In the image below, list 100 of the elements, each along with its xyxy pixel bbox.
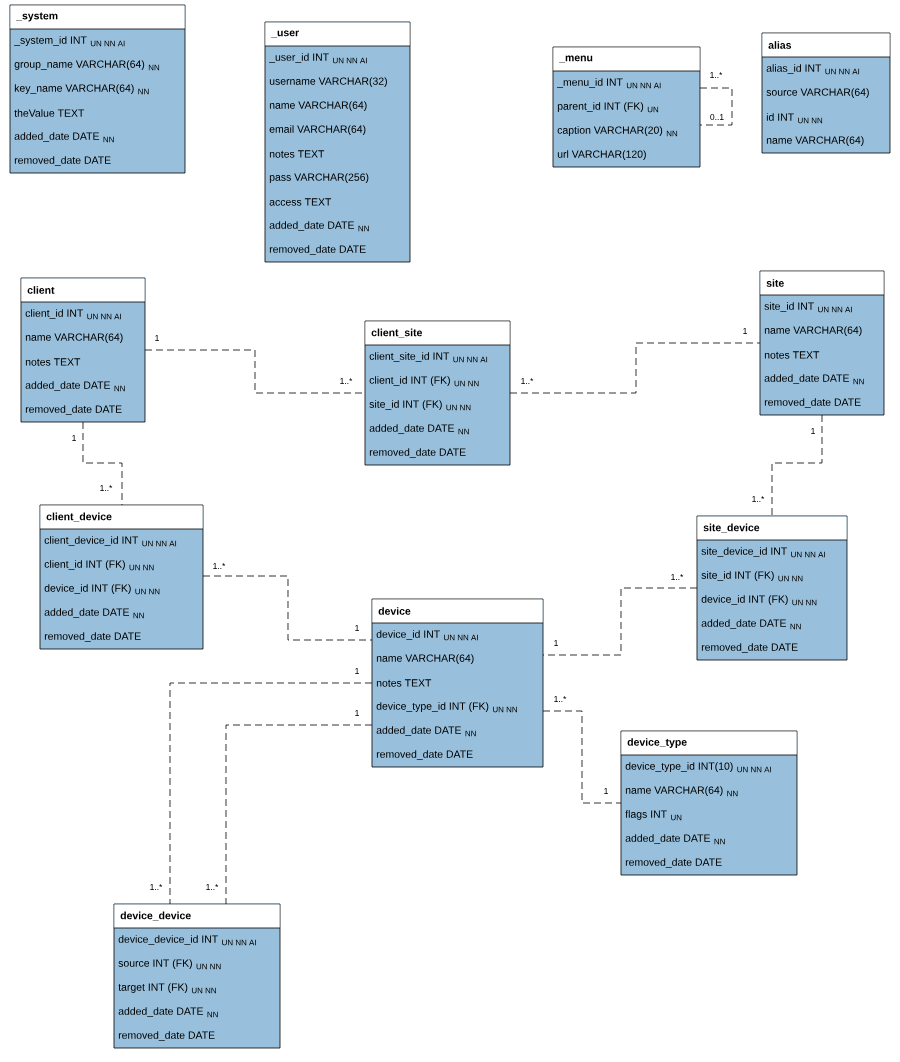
column-text: added_date DATE xyxy=(376,726,461,736)
relationship-line xyxy=(542,710,622,804)
column-text: device_type_id INT (FK) xyxy=(376,702,489,712)
column-text: notes TEXT xyxy=(269,150,325,158)
table-box xyxy=(552,46,701,168)
column-text: theValue TEXT xyxy=(14,109,85,117)
cardinality-label: 1 xyxy=(355,710,359,716)
table-box xyxy=(620,730,798,876)
table-title: site_device xyxy=(703,523,760,533)
column-text: name VARCHAR(64) xyxy=(269,101,367,111)
column-text: removed_date DATE xyxy=(376,750,473,760)
column-text: notes TEXT xyxy=(376,679,432,687)
column-text: added_date DATE xyxy=(25,381,110,391)
column-text: added_date DATE xyxy=(44,608,129,618)
column-text: key_name VARCHAR(64) xyxy=(14,84,134,94)
table-title: _system xyxy=(16,12,58,22)
column-text: source INT (FK) xyxy=(118,959,192,969)
table-title: client xyxy=(27,286,55,294)
column-text: device_id INT (FK) xyxy=(44,584,131,594)
column-text: client_site_id INT xyxy=(369,352,450,362)
cardinality-label: 1..* xyxy=(213,563,226,569)
cardinality-label: 1 xyxy=(355,668,359,674)
column-text: added_date DATE xyxy=(764,374,849,384)
table-title: device_device xyxy=(120,911,191,921)
table-box xyxy=(9,4,186,174)
cardinality-label: 1..* xyxy=(554,696,567,702)
column-text: added_date DATE xyxy=(369,424,454,434)
column-text: removed_date DATE xyxy=(625,858,722,868)
table-title: client_device xyxy=(46,512,112,522)
column-text: email VARCHAR(64) xyxy=(269,125,366,135)
cardinality-label: 1 xyxy=(811,428,815,434)
cardinality-label: 1..* xyxy=(206,884,219,890)
table-box xyxy=(759,270,885,416)
column-text: notes TEXT xyxy=(25,358,81,366)
table-title: site xyxy=(766,279,784,287)
table-box xyxy=(696,515,848,661)
cardinality-label: 1..* xyxy=(671,574,684,580)
relationship-line xyxy=(509,342,761,394)
relationship-line xyxy=(82,421,123,506)
column-text: removed_date DATE xyxy=(369,448,466,458)
table-box xyxy=(364,320,511,466)
table-title: device_type xyxy=(627,738,687,748)
relationship-line xyxy=(225,724,373,905)
table-title: _menu xyxy=(559,55,593,63)
table-box xyxy=(39,504,204,650)
column-text: source VARCHAR(64) xyxy=(766,88,869,98)
column-text: added_date DATE xyxy=(701,619,786,629)
relationship-line xyxy=(202,575,373,641)
column-text: alias_id INT xyxy=(766,64,822,74)
column-text: id INT xyxy=(766,113,794,121)
column-text: name VARCHAR(64) xyxy=(376,654,474,664)
column-text: added_date DATE xyxy=(118,1007,203,1017)
column-text: name VARCHAR(64) xyxy=(625,786,723,796)
column-text: device_id INT xyxy=(376,630,440,640)
cardinality-label: 0..1 xyxy=(710,114,724,120)
column-text: client_device_id INT xyxy=(44,536,139,546)
cardinality-label: 1..* xyxy=(340,378,353,384)
cardinality-label: 1 xyxy=(604,788,608,794)
column-text: site_id INT (FK) xyxy=(369,400,442,410)
table-title: alias xyxy=(768,41,792,49)
column-text: _system_id INT xyxy=(14,36,87,46)
column-text: added_date DATE xyxy=(14,132,99,142)
column-text: client_id INT xyxy=(25,309,84,319)
column-text: removed_date DATE xyxy=(25,405,122,415)
cardinality-label: 1 xyxy=(554,640,558,646)
table-title: device xyxy=(378,607,411,615)
relationship-line xyxy=(542,587,698,656)
cardinality-label: 1 xyxy=(155,335,159,341)
column-text: client_id INT (FK) xyxy=(44,560,125,570)
column-text: flags INT xyxy=(625,810,667,820)
column-text: device_id INT (FK) xyxy=(701,595,788,605)
cardinality-label: 1 xyxy=(355,625,359,631)
cardinality-label: 1 xyxy=(72,435,76,441)
column-text: notes TEXT xyxy=(764,351,820,359)
table-box xyxy=(371,598,544,768)
relationship-line xyxy=(771,414,823,517)
column-text: caption VARCHAR(20) xyxy=(557,126,663,136)
column-text: removed_date DATE xyxy=(118,1031,215,1041)
cardinality-label: 1..* xyxy=(521,378,534,384)
column-text: username VARCHAR(32) xyxy=(269,77,387,87)
column-text: parent_id INT (FK) xyxy=(557,102,644,112)
cardinality-label: 1 xyxy=(743,328,747,334)
column-text: url VARCHAR(120) xyxy=(557,150,646,160)
column-text: access TEXT xyxy=(269,198,332,206)
column-text: removed_date DATE xyxy=(14,156,111,166)
column-text: client_id INT (FK) xyxy=(369,376,450,386)
column-text: added_date DATE xyxy=(269,221,354,231)
column-text: name VARCHAR(64) xyxy=(25,333,123,343)
relationship-line xyxy=(169,682,373,905)
column-text: removed_date DATE xyxy=(44,632,141,642)
column-text: name VARCHAR(64) xyxy=(766,136,864,146)
table-title: _user xyxy=(271,30,299,38)
column-text: added_date DATE xyxy=(625,834,710,844)
table-box xyxy=(113,903,281,1049)
column-text: site_id INT (FK) xyxy=(701,571,774,581)
table-box xyxy=(20,277,146,423)
column-text: removed_date DATE xyxy=(269,245,366,255)
cardinality-label: 1..* xyxy=(100,485,113,491)
column-text: site_id INT xyxy=(764,302,814,312)
cardinality-label: 1..* xyxy=(752,496,765,502)
